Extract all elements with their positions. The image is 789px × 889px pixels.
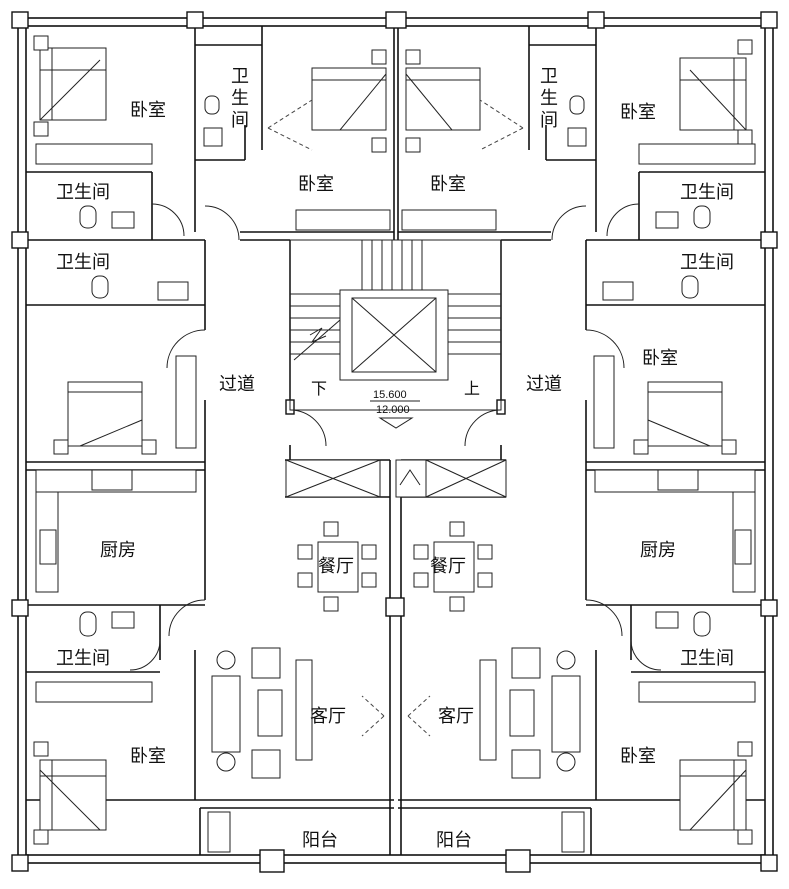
- stair-up-label: 上: [464, 379, 480, 398]
- room-label-bathroom-vertical: 卫 生 间: [540, 66, 564, 131]
- bed-icon: [679, 39, 753, 145]
- room-label-corridor: 过道: [219, 374, 255, 395]
- duct-shafts: [285, 459, 507, 498]
- room-labels: 卧室 卫生间 卫生间 卧室 卧室 卫 生 间 卫 生 间 卧室 卫生间 卫生间 …: [56, 66, 734, 851]
- room-label-dining: 餐厅: [430, 556, 466, 577]
- room-label-bathroom: 卫生间: [56, 648, 110, 669]
- room-label-kitchen: 厨房: [640, 540, 676, 561]
- room-label-bathroom: 卫生间: [56, 182, 110, 203]
- room-label-bedroom: 卧室: [642, 348, 678, 369]
- room-label-bedroom: 卧室: [430, 174, 466, 195]
- elevation-lower: 12.000: [376, 404, 410, 416]
- room-label-dining: 餐厅: [318, 556, 354, 577]
- bed-icon: [405, 49, 481, 153]
- bed-icon: [679, 741, 753, 845]
- room-label-living: 客厅: [310, 706, 346, 727]
- bed-icon: [33, 35, 107, 137]
- stair-treads: [290, 240, 501, 355]
- elevation-upper: 15.600: [373, 389, 407, 401]
- door-swings: [129, 99, 662, 737]
- room-label-bedroom: 卧室: [130, 746, 166, 767]
- kitchen-counters: [35, 469, 756, 593]
- bed-icon: [33, 741, 107, 845]
- room-label-bedroom: 卧室: [620, 102, 656, 123]
- bed-icon: [53, 381, 157, 455]
- room-label-bedroom: 卧室: [130, 100, 166, 121]
- room-label-bathroom: 卫生间: [680, 182, 734, 203]
- room-label-balcony: 阳台: [302, 830, 338, 851]
- stairwell: 下 上 15.600 12.000: [289, 239, 502, 429]
- bed-icon: [311, 49, 387, 153]
- wardrobes: [35, 143, 756, 703]
- room-label-living: 客厅: [438, 706, 474, 727]
- room-label-bathroom: 卫生间: [680, 252, 734, 273]
- room-label-bathroom: 卫生间: [56, 252, 110, 273]
- stair-down-label: 下: [311, 379, 327, 398]
- dining-sets: [297, 521, 493, 612]
- room-label-bedroom: 卧室: [620, 746, 656, 767]
- bathroom-fixtures: [79, 95, 711, 853]
- room-label-bathroom-vertical: 卫 生 间: [231, 66, 255, 131]
- room-label-kitchen: 厨房: [100, 540, 136, 561]
- room-label-corridor: 过道: [526, 374, 562, 395]
- beds: [33, 35, 753, 845]
- room-label-balcony: 阳台: [436, 830, 472, 851]
- room-label-bathroom: 卫生间: [680, 648, 734, 669]
- bed-icon: [633, 381, 737, 455]
- room-label-bedroom: 卧室: [298, 174, 334, 195]
- living-room-furniture: [211, 647, 581, 779]
